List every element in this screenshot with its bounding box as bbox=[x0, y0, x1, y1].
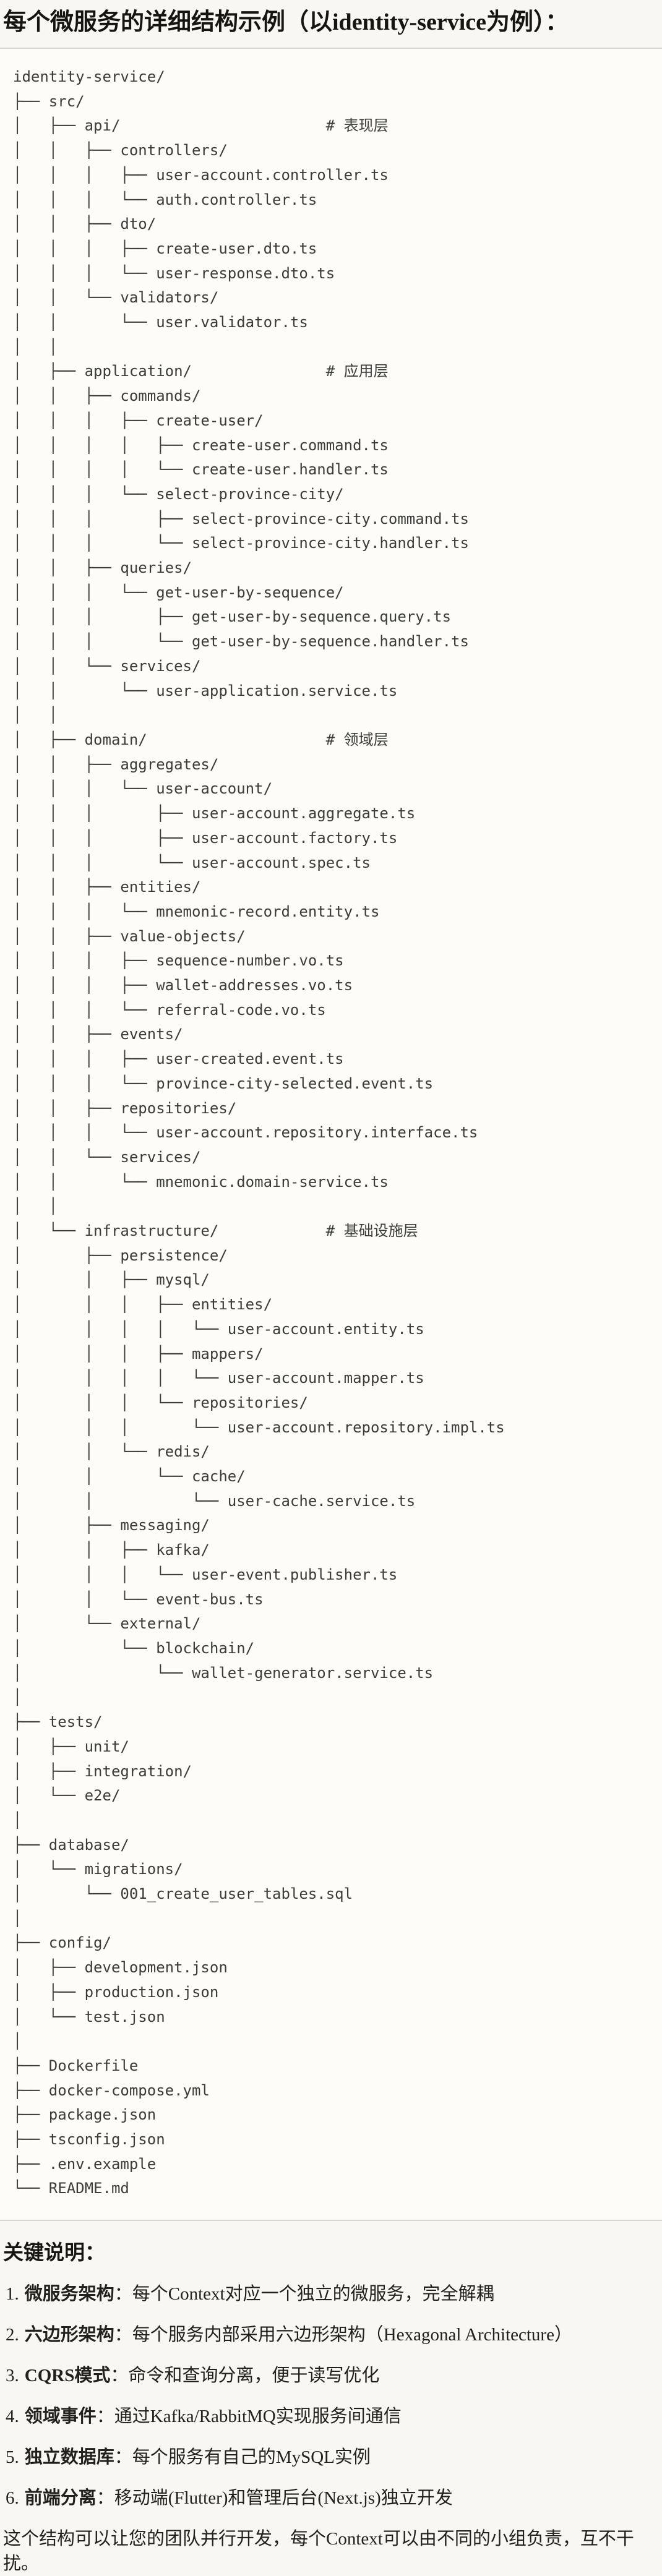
note-separator: ： bbox=[114, 2325, 132, 2345]
note-label: 六边形架构 bbox=[24, 2325, 114, 2345]
note-number: 2. bbox=[6, 2325, 19, 2345]
notes-list: 1.微服务架构：每个Context对应一个独立的微服务，完全解耦 2.六边形架构… bbox=[3, 2282, 652, 2510]
note-number: 1. bbox=[6, 2284, 19, 2304]
notes-heading: 关键说明： bbox=[3, 2242, 105, 2264]
note-separator: ： bbox=[114, 2284, 132, 2304]
note-item: 2.六边形架构：每个服务内部采用六边形架构（Hexagonal Architec… bbox=[6, 2322, 652, 2347]
note-label: CQRS模式 bbox=[24, 2366, 111, 2386]
directory-tree: identity-service/ ├── src/ │ ├── api/ # … bbox=[13, 68, 505, 2197]
note-number: 3. bbox=[6, 2366, 19, 2386]
note-label: 微服务架构 bbox=[24, 2284, 114, 2304]
note-number: 4. bbox=[6, 2407, 19, 2426]
note-separator: ： bbox=[96, 2488, 114, 2508]
note-label: 前端分离 bbox=[24, 2488, 97, 2508]
note-text: 每个服务有自己的MySQL实例 bbox=[132, 2447, 371, 2467]
note-number: 5. bbox=[6, 2447, 19, 2467]
notes-section: 关键说明： 1.微服务架构：每个Context对应一个独立的微服务，完全解耦 2… bbox=[0, 2221, 662, 2576]
note-text: 通过Kafka/RabbitMQ实现服务间通信 bbox=[114, 2407, 402, 2426]
page-header: 每个微服务的详细结构示例（以identity-service为例）： bbox=[0, 0, 662, 48]
note-item: 5.独立数据库：每个服务有自己的MySQL实例 bbox=[6, 2445, 652, 2470]
note-item: 3.CQRS模式：命令和查询分离，便于读写优化 bbox=[6, 2363, 652, 2388]
note-item: 1.微服务架构：每个Context对应一个独立的微服务，完全解耦 bbox=[6, 2282, 652, 2306]
note-item: 6.前端分离：移动端(Flutter)和管理后台(Next.js)独立开发 bbox=[6, 2486, 652, 2510]
note-label: 领域事件 bbox=[24, 2407, 97, 2426]
note-text: 命令和查询分离，便于读写优化 bbox=[128, 2366, 380, 2386]
closing-paragraph: 这个结构可以让您的团队并行开发，每个Context可以由不同的小组负责，互不干扰… bbox=[3, 2529, 634, 2574]
note-text: 每个Context对应一个独立的微服务，完全解耦 bbox=[132, 2284, 494, 2304]
note-item: 4. 领域事件：通过Kafka/RabbitMQ实现服务间通信 bbox=[6, 2404, 652, 2429]
note-text: 移动端(Flutter)和管理后台(Next.js)独立开发 bbox=[114, 2488, 453, 2508]
code-block: identity-service/ ├── src/ │ ├── api/ # … bbox=[0, 48, 662, 2221]
note-text: 每个服务内部采用六边形架构（Hexagonal Architecture） bbox=[132, 2325, 572, 2345]
note-separator: ： bbox=[114, 2447, 132, 2467]
note-separator: ： bbox=[110, 2366, 129, 2386]
note-label: 独立数据库 bbox=[24, 2447, 114, 2467]
note-separator: ： bbox=[96, 2407, 114, 2426]
page-title: 每个微服务的详细结构示例（以identity-service为例）： bbox=[3, 9, 569, 35]
note-number: 6. bbox=[6, 2488, 19, 2508]
